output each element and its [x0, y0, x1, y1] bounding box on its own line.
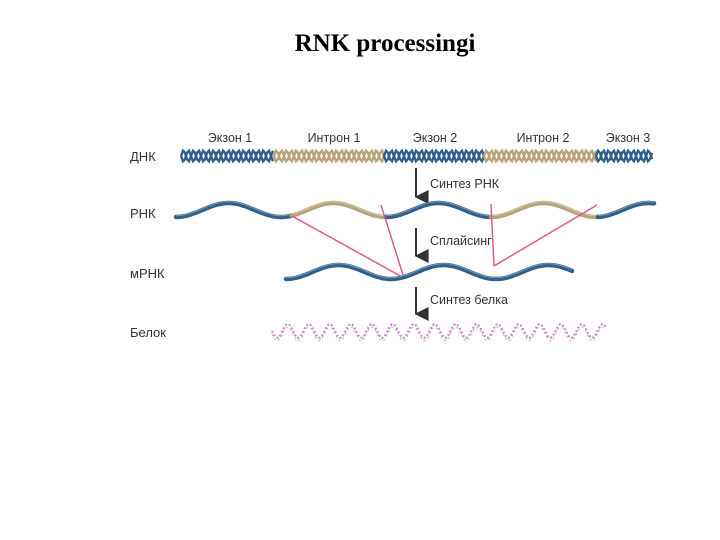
row-label-rna: РНК	[130, 206, 156, 221]
rna-exon-2	[383, 200, 493, 220]
row-label-mrna: мРНК	[130, 266, 165, 281]
rna-exon-3-highlight	[597, 201, 655, 217]
rna-exon-1	[173, 200, 295, 220]
rna-intron-2-highlight	[490, 201, 597, 217]
pre-mrna-strand	[173, 200, 657, 220]
rna-exon-3	[595, 200, 657, 220]
dna-helix	[179, 148, 654, 164]
rna-exon-2-highlight	[385, 201, 491, 217]
segment-label-intron-1: Интрон 1	[308, 131, 361, 145]
dna-intron-1	[272, 148, 386, 164]
dna-exon-3	[594, 148, 654, 164]
splice-line-4	[493, 204, 598, 267]
splice-line-1	[291, 215, 405, 279]
mrna-strand	[283, 262, 575, 282]
segment-label-intron-2: Интрон 2	[517, 131, 570, 145]
segment-label-exon-3: Экзон 3	[606, 131, 651, 145]
splice-line-2	[380, 204, 405, 279]
dna-intron-2	[482, 148, 598, 164]
rna-intron-1-highlight	[291, 201, 387, 217]
splice-connectors	[291, 203, 598, 279]
segment-label-exon-2: Экзон 2	[413, 131, 458, 145]
segment-label-exon-1: Экзон 1	[208, 131, 253, 145]
dna-exon-1	[179, 148, 275, 164]
slide-title: RNK processingi	[294, 30, 476, 57]
rna-exon-1-highlight	[175, 201, 293, 217]
step-protein-synthesis: Синтез белка	[430, 293, 508, 307]
step-rna-synthesis: Синтез РНК	[430, 177, 500, 191]
protein-chain-inner	[271, 326, 607, 342]
step-splicing: Сплайсинг	[430, 234, 492, 248]
protein-chain-outer	[271, 322, 607, 340]
splice-line-3	[490, 203, 495, 267]
dna-exon-2	[382, 148, 486, 164]
rna-intron-2	[488, 200, 600, 220]
protein-chain	[271, 322, 607, 342]
row-label-protein: Белок	[130, 325, 166, 340]
rna-intron-1	[289, 200, 389, 220]
mrna-ribbon	[283, 262, 575, 282]
row-label-dna: ДНК	[130, 149, 156, 164]
mrna-ribbon-highlight	[285, 263, 573, 279]
